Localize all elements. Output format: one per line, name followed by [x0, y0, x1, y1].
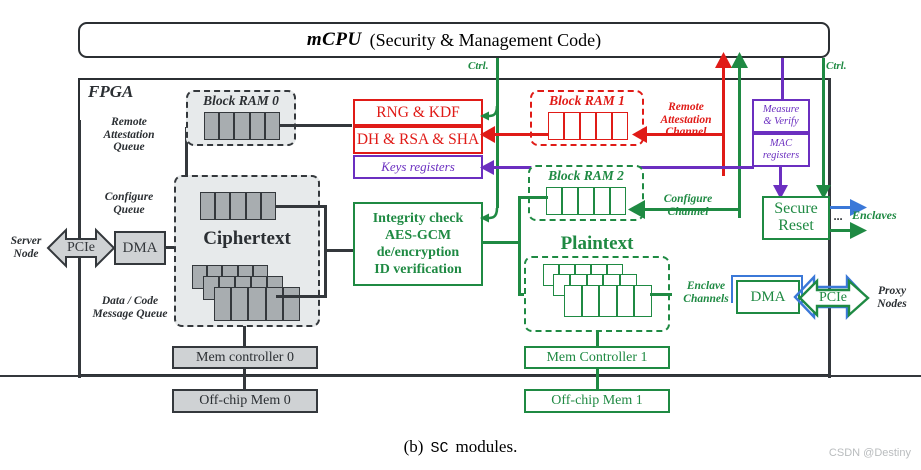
mcpu-title-paren: (Security & Management Code) — [369, 29, 602, 50]
ram1-to-crypto-arrow — [480, 126, 495, 143]
plaintext-title: Plaintext — [560, 233, 634, 254]
plaintext-collector-bus — [518, 196, 521, 296]
remote-attestation-queue-label: Remote Attestation Queue — [103, 115, 155, 154]
pcie-right-arrow-shape — [798, 278, 870, 318]
attestation-to-ram1-line — [644, 133, 724, 136]
offchip-mem-0-box: Off-chip Mem 0 — [172, 389, 318, 413]
remote-attestation-arrow-up — [715, 52, 732, 68]
remote-attestation-bus-up — [722, 66, 725, 176]
secure-reset-enclave-arrow-blue — [850, 199, 867, 216]
dma-left-box: DMA — [114, 231, 166, 265]
dh-rsa-sha-box: DH & RSA & SHA — [353, 126, 483, 154]
keys-registers-box: Keys registers — [353, 155, 483, 179]
secure-reset-box: Secure Reset — [762, 196, 830, 240]
plaintext-stack-cells-front — [564, 285, 652, 317]
offchip-mem-1-label: Off-chip Mem 1 — [551, 393, 643, 408]
ram1-to-crypto-line — [492, 133, 548, 136]
configure-bus-up — [738, 66, 741, 218]
dma-left-label: DMA — [122, 239, 158, 256]
block-ram-0-cells — [204, 112, 281, 140]
offchip-mem-0-label: Off-chip Mem 0 — [199, 393, 291, 408]
dma-right-box: DMA — [736, 280, 800, 314]
caption-mono: SC — [430, 440, 449, 457]
crypto-engine-label: Integrity check AES-GCM de/encryption ID… — [372, 210, 464, 278]
secure-reset-enclave-arrow-green — [850, 222, 867, 239]
rng-kdf-label: RNG & KDF — [376, 103, 460, 121]
ctrl-bus-right — [822, 58, 825, 200]
mac-registers-box: MAC registers — [752, 133, 810, 167]
configure-channel-label: Configure Channel — [663, 193, 713, 218]
offchip-divider-line — [0, 375, 921, 377]
pcie-left-label: PCIe — [67, 240, 95, 255]
caption-rest: modules. — [455, 437, 518, 456]
mac-to-secure-reset-line — [779, 167, 782, 189]
dma-right-label: DMA — [750, 288, 786, 305]
configure-to-ram2-line — [644, 208, 740, 211]
crypto-engine-box: Integrity check AES-GCM de/encryption ID… — [353, 202, 483, 286]
mem-controller-0-label: Mem controller 0 — [196, 349, 294, 365]
ctrl-label-left: Ctrl. — [468, 60, 489, 72]
remote-attestation-channel-label: Remote Attestation Channel — [660, 100, 712, 139]
mcpu-box: mCPU (Security & Management Code) — [78, 22, 830, 58]
ciphertext-to-crypto-line — [324, 249, 354, 252]
offchip-mem-1-box: Off-chip Mem 1 — [524, 389, 670, 413]
ctrl-hook-arrow-crypto — [480, 207, 499, 223]
ctrl-hook-arrow-rng — [480, 105, 499, 121]
ciphertext-stack-cells-front — [214, 287, 301, 321]
ctrl-to-secure-reset-arrow — [816, 185, 831, 199]
mac-bus-up — [781, 58, 784, 100]
data-code-message-queue-label: Data / Code Message Queue — [92, 295, 168, 320]
mac-to-secure-reset-arrow — [773, 185, 788, 199]
plaintext-bus-to-ram2 — [518, 196, 548, 199]
ram0-to-crypto-line — [280, 124, 352, 127]
configure-queue-label: Configure Queue — [104, 191, 154, 216]
block-ram-0-title: Block RAM 0 — [203, 93, 279, 108]
enclaves-dots: ... — [834, 209, 843, 223]
block-ram-2-cells — [546, 187, 626, 215]
figure-caption: (b) SC modules. — [0, 437, 921, 457]
memctrl0-to-offchip-line — [243, 368, 246, 390]
pcie-right-label: PCIe — [819, 290, 847, 305]
measure-verify-label: Measure & Verify — [762, 103, 800, 127]
block-ram-1-cells — [548, 112, 628, 140]
ciphertext-bottom-exit — [276, 295, 326, 298]
measure-verify-box: Measure & Verify — [752, 99, 810, 133]
watermark: CSDN @Destiny — [828, 447, 911, 459]
dh-rsa-sha-label: DH & RSA & SHA — [356, 131, 480, 148]
ciphertext-top-exit — [276, 205, 326, 208]
server-node-label: Server Node — [10, 235, 42, 260]
crypto-engine-exit-line — [483, 241, 520, 244]
mac-registers-label: MAC registers — [762, 137, 800, 161]
proxy-nodes-label: Proxy Nodes — [877, 285, 907, 310]
plaintext-to-memctrl1-line — [596, 331, 599, 347]
secure-reset-enclave-line-green — [830, 229, 852, 232]
caption-prefix: (b) — [403, 437, 424, 456]
ctrl-label-right: Ctrl. — [826, 60, 847, 72]
block-ram-2-title: Block RAM 2 — [548, 168, 624, 183]
attestation-to-ram1-arrow — [632, 126, 647, 143]
secure-reset-enclave-line-blue — [830, 206, 852, 209]
mcpu-title-bold: mCPU — [306, 29, 362, 50]
ciphertext-top-cells — [200, 192, 277, 220]
mem-controller-1-box: Mem Controller 1 — [524, 346, 670, 369]
memctrl1-to-offchip-line — [596, 368, 599, 390]
block-ram-1-title: Block RAM 1 — [549, 93, 625, 108]
enclave-channels-label: Enclave Channels — [672, 277, 740, 309]
mac-to-keys-arrow — [480, 160, 494, 175]
mem-controller-1-label: Mem Controller 1 — [546, 349, 648, 365]
keys-registers-label: Keys registers — [381, 159, 455, 174]
enclaves-label: Enclaves — [852, 208, 897, 222]
configure-to-ram2-arrow — [628, 200, 645, 219]
rng-kdf-box: RNG & KDF — [353, 99, 483, 126]
ciphertext-to-memctrl0-line — [243, 326, 246, 347]
fpga-label: FPGA — [88, 82, 134, 101]
configure-arrow-up — [731, 52, 748, 68]
mem-controller-0-box: Mem controller 0 — [172, 346, 318, 369]
secure-reset-label: Secure Reset — [774, 200, 818, 234]
ciphertext-title: Ciphertext — [203, 228, 291, 249]
